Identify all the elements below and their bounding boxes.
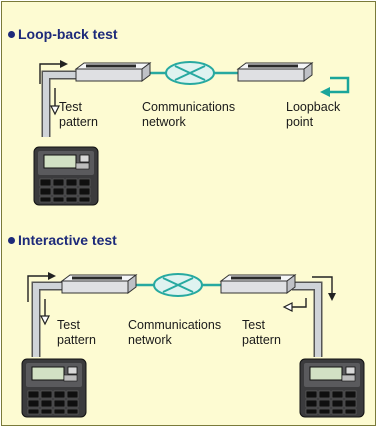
tester-device-icon xyxy=(33,146,99,206)
test-pattern-flow-arrow xyxy=(39,60,68,116)
tester-device-icon xyxy=(299,358,365,418)
loopback-title-text: Loop-back test xyxy=(18,26,118,42)
right-flow-arrow xyxy=(282,276,336,312)
modem-device-icon xyxy=(61,274,137,294)
network-cloud-icon xyxy=(165,61,215,85)
interactive-diagram xyxy=(21,272,365,418)
bullet-icon xyxy=(8,30,15,38)
modem-device-icon xyxy=(220,274,296,294)
loopback-arrow-icon xyxy=(320,76,350,97)
tester-device-icon xyxy=(21,358,87,418)
left-cable xyxy=(31,281,62,357)
loopback-cable xyxy=(41,70,76,137)
loopback-network-label: Communications network xyxy=(142,100,236,129)
modem-device-icon xyxy=(75,62,151,82)
loopback-section-title: Loop-back test xyxy=(8,26,118,42)
loopback-test-pattern-label: Test pattern xyxy=(59,100,98,129)
modem-device-icon xyxy=(237,62,313,82)
interactive-right-test-pattern-label: Test pattern xyxy=(242,318,281,347)
left-flow-arrow xyxy=(27,272,56,326)
network-cloud-icon xyxy=(153,273,203,297)
interactive-left-test-pattern-label: Test pattern xyxy=(57,318,96,347)
interactive-title-text: Interactive test xyxy=(18,232,117,248)
interactive-network-label: Communications network xyxy=(128,318,222,347)
bullet-icon xyxy=(8,236,15,244)
loopback-diagram xyxy=(33,60,350,206)
right-cable xyxy=(292,281,323,357)
interactive-section-title: Interactive test xyxy=(8,232,117,248)
loopback-point-label: Loopback point xyxy=(286,100,341,129)
